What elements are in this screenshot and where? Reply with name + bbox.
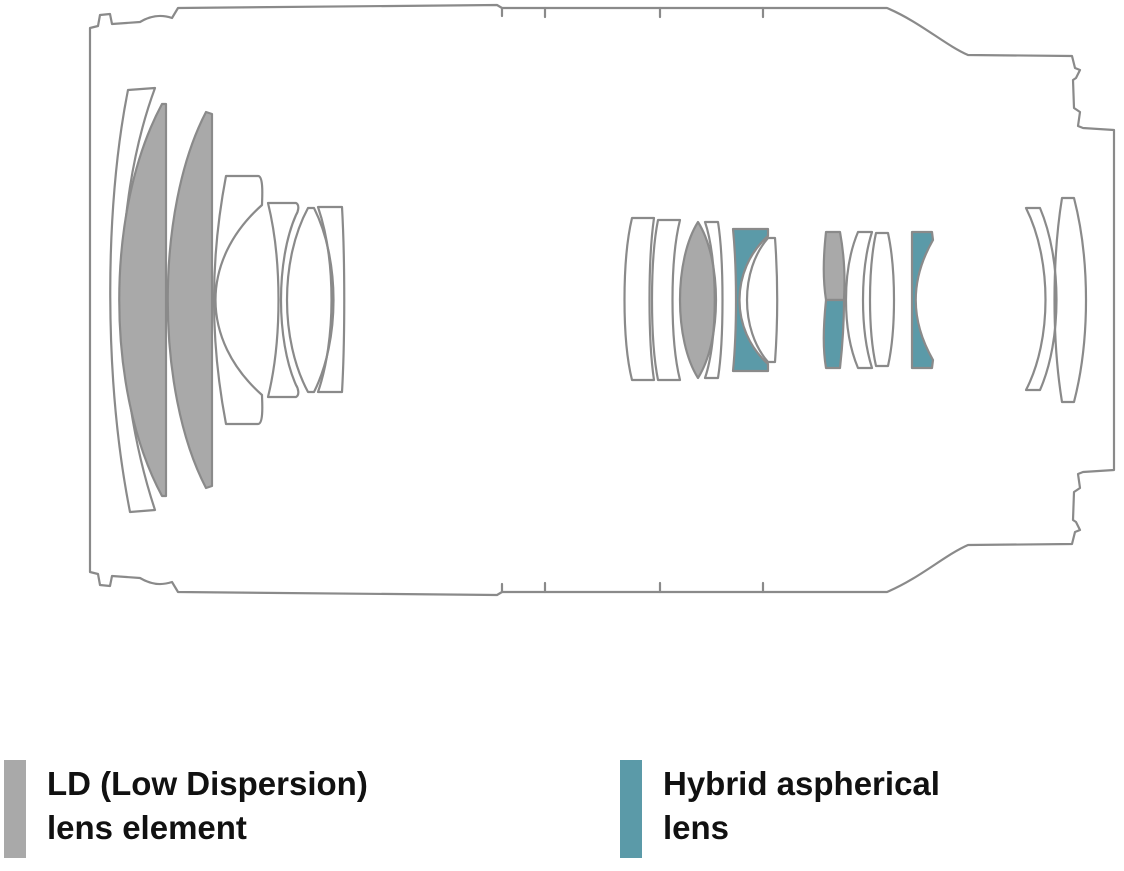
legend-ld: LD (Low Dispersion) lens element — [4, 760, 564, 860]
middle-element-4 — [703, 220, 724, 380]
ld-label-line2: lens element — [47, 809, 247, 846]
rear-element-1 — [1024, 206, 1058, 392]
hybrid-element-1 — [731, 227, 770, 373]
hybrid-label-line2: lens — [663, 809, 730, 846]
ld-element-1 — [118, 102, 168, 498]
legend-hybrid-aspherical: Hybrid aspherical lens — [620, 760, 1100, 860]
ld-label-line1: LD (Low Dispersion) — [47, 765, 368, 802]
ld-hybrid-element — [822, 230, 846, 302]
middle-element-2 — [650, 218, 682, 382]
hybrid-swatch — [620, 760, 642, 858]
ld-element-2 — [166, 110, 214, 490]
front-element-5 — [266, 201, 300, 399]
ld-label: LD (Low Dispersion) lens element — [47, 762, 368, 850]
middle-element-10 — [868, 231, 896, 368]
rear-element-2 — [1053, 196, 1088, 404]
ld-swatch — [4, 760, 26, 858]
hybrid-label: Hybrid aspherical lens — [663, 762, 940, 850]
front-element-7 — [316, 205, 346, 394]
barrel-ticks — [500, 6, 765, 594]
lens-barrel-outline — [88, 3, 1116, 597]
middle-element-1 — [623, 216, 656, 382]
middle-element-6 — [746, 236, 779, 364]
hybrid-element-3 — [910, 230, 935, 370]
lens-construction-diagram — [88, 3, 1116, 597]
hybrid-label-line1: Hybrid aspherical — [663, 765, 940, 802]
middle-element-9 — [844, 230, 874, 370]
hybrid-element-2 — [822, 298, 846, 370]
front-element-4 — [212, 174, 264, 426]
